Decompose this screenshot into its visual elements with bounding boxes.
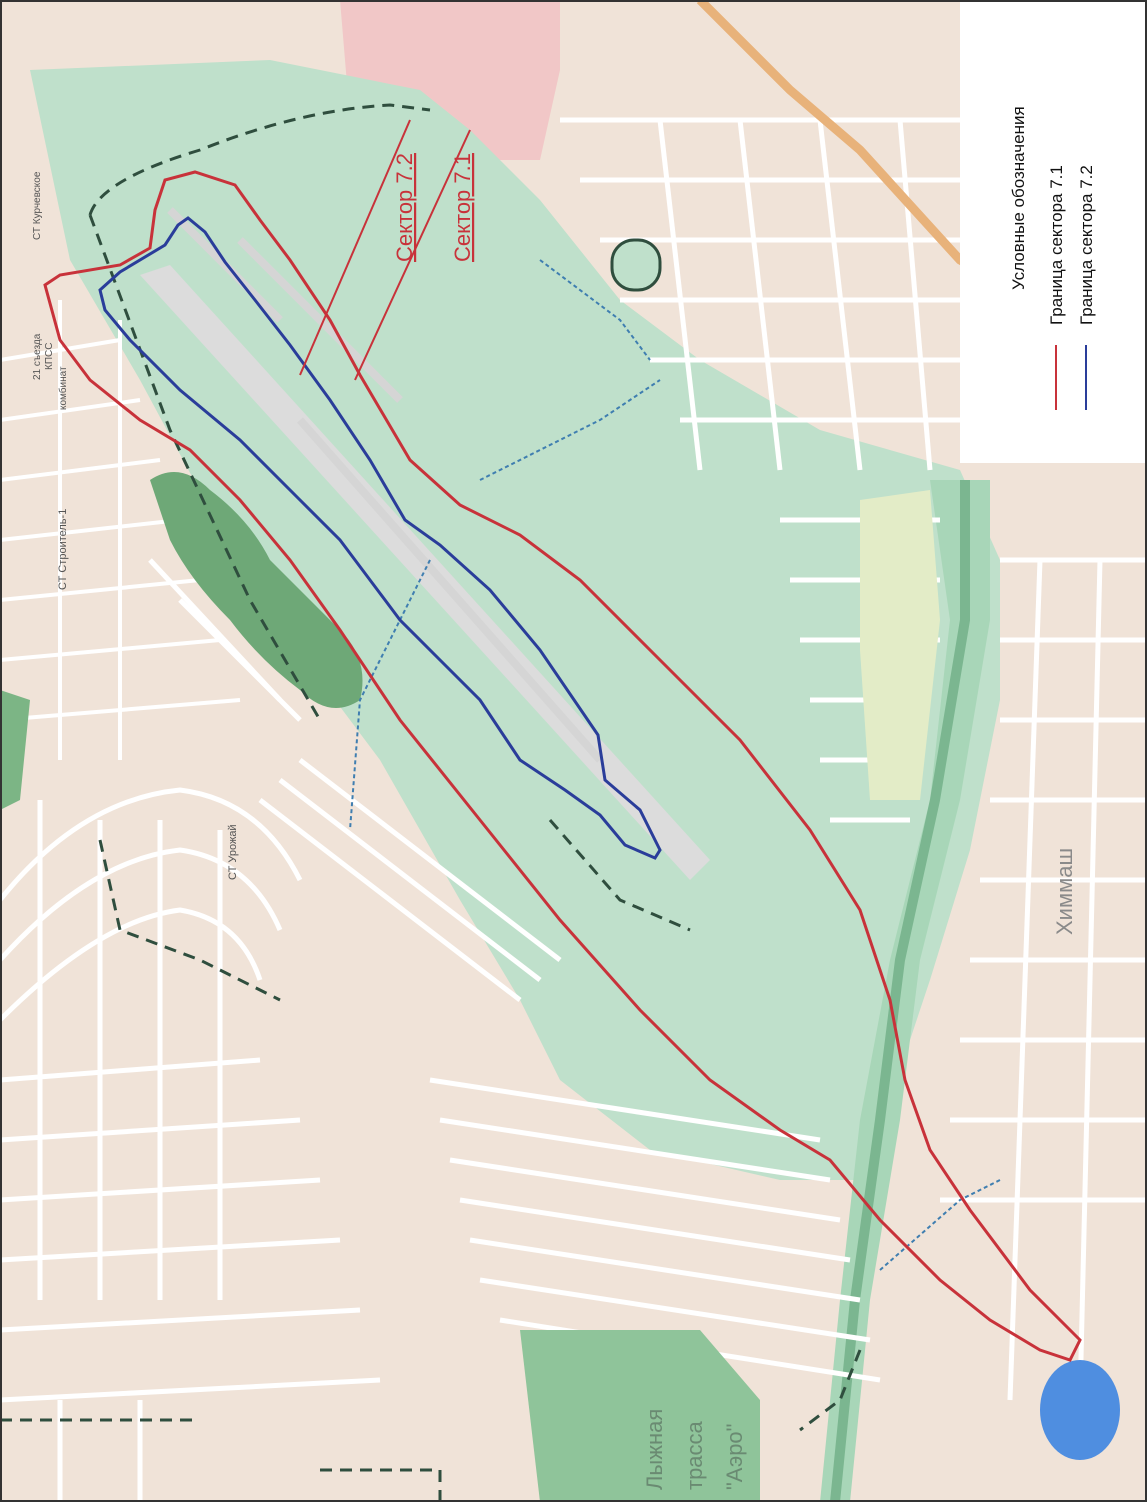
taxiway — [167, 207, 603, 763]
kurchevskoe-label: СТ Курчевское — [32, 171, 43, 240]
legend-label-7-1: Граница сектора 7.1 — [1047, 165, 1066, 325]
lake — [1040, 1360, 1120, 1460]
sector-7-2-label: Сектор 7.2 — [392, 153, 417, 262]
legend-title: Условные обозначения — [1009, 106, 1028, 290]
st-urozhai-label: СТ Урожай — [227, 824, 239, 880]
legend-label-7-2: Граница сектора 7.2 — [1077, 165, 1096, 325]
ski-track-label-3: "Аэро" — [722, 1424, 747, 1490]
ski-track-label-2: трасса — [682, 1420, 707, 1490]
residential-streets-right — [560, 117, 1147, 1401]
forest-patch-yellow — [860, 490, 940, 800]
congress-label-2: КПСС — [44, 343, 55, 370]
forest-patch-center — [150, 472, 363, 708]
sector-7-1-label: Сектор 7.1 — [450, 153, 475, 262]
dashed-boundary-lines — [0, 103, 862, 1502]
sector-7-2-boundary — [98, 216, 662, 860]
industrial-zone — [340, 0, 560, 160]
ski-track-label-1: Лыжная — [642, 1409, 667, 1490]
kombinat-label: комбинат — [57, 366, 69, 410]
forest-patch-bottom — [520, 1330, 760, 1502]
sector-leader-lines — [299, 119, 471, 381]
stadium — [610, 238, 662, 292]
residential-streets-left — [0, 787, 381, 1502]
residential-streets-upper-left — [0, 300, 241, 760]
st-stroitel-label: СТ Строитель-1 — [57, 509, 69, 590]
forest-patch-left — [0, 690, 30, 810]
legend-panel — [960, 0, 1147, 463]
legend: Условные обозначения Граница сектора 7.1… — [960, 0, 1147, 463]
congress-label-1: 21 съезда — [32, 333, 43, 380]
sector-7-1-boundary — [43, 170, 1082, 1362]
khimmash-label: Химмаш — [1052, 848, 1077, 935]
